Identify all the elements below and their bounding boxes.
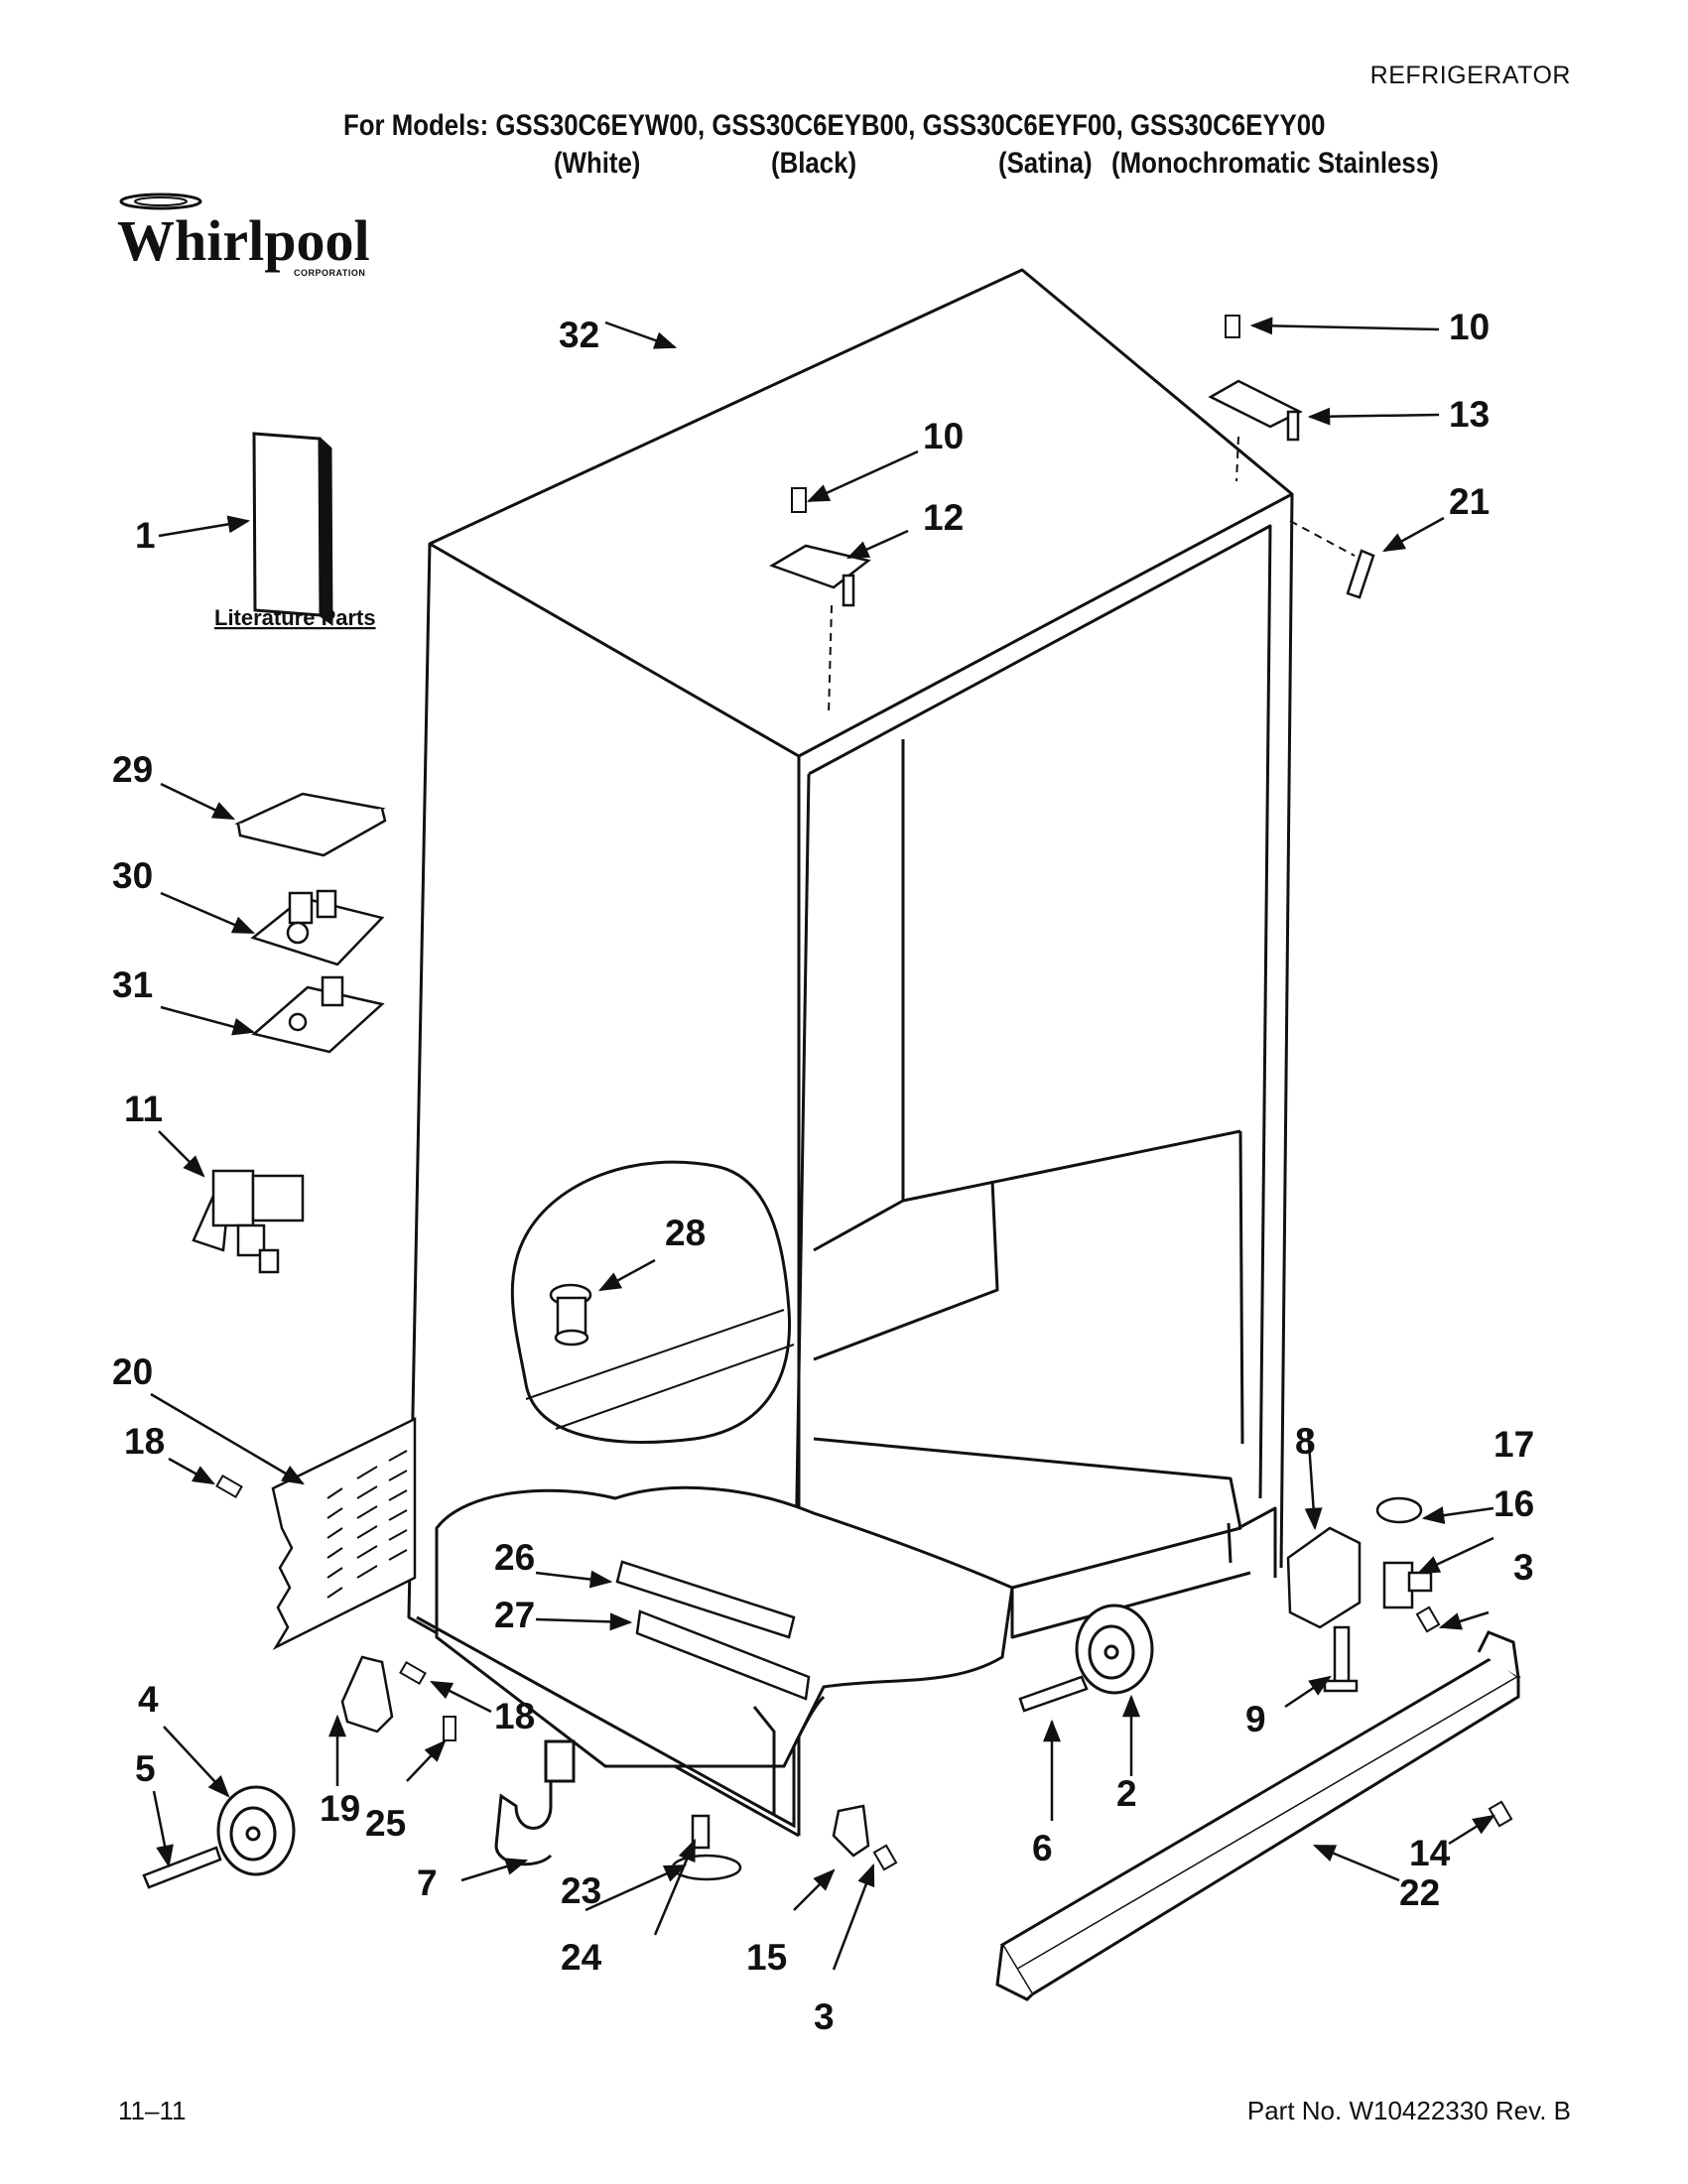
callout-7: 7 — [417, 1863, 438, 1903]
whirlpool-logo: Whirlpool CORPORATION — [117, 193, 370, 278]
access-panel-part — [271, 1416, 417, 1651]
brand-sub: CORPORATION — [294, 268, 365, 278]
top-hinge-left-part — [769, 544, 871, 607]
callout-19: 19 — [320, 1788, 360, 1829]
base-grille-part — [995, 1630, 1521, 2001]
callout-27: 27 — [494, 1595, 535, 1635]
callout-20: 20 — [112, 1351, 153, 1392]
hinge-bracket-part — [340, 1655, 394, 1734]
callout-23: 23 — [561, 1870, 601, 1911]
front-grille-frame — [416, 1615, 826, 1829]
footer-date: 11–11 — [118, 2096, 187, 2125]
callout-26: 26 — [494, 1537, 535, 1578]
axle-pin-part — [142, 1675, 1089, 1889]
callout-25: 25 — [365, 1803, 406, 1844]
callout-12: 12 — [923, 497, 964, 538]
front-roller-part — [216, 1785, 296, 1876]
hinge-part — [1375, 1496, 1433, 1609]
drain-trap-part — [494, 1739, 576, 1866]
callout-14: 14 — [1409, 1833, 1451, 1873]
callout-17: 17 — [1493, 1424, 1534, 1465]
brand-name: Whirlpool — [117, 208, 370, 273]
callout-5: 5 — [135, 1748, 156, 1789]
callout-15: 15 — [746, 1937, 787, 1978]
callout-13: 13 — [1449, 394, 1490, 435]
callout-3: 3 — [814, 1996, 835, 2037]
grommet-part — [549, 1283, 592, 1347]
callout-24: 24 — [561, 1937, 602, 1978]
variant-satina: (Satina) — [998, 147, 1093, 180]
callout-28: 28 — [665, 1213, 706, 1253]
callout-2: 2 — [1116, 1773, 1137, 1814]
leader-arrows — [150, 317, 1495, 1971]
callout-18: 18 — [494, 1696, 535, 1736]
models-line: For Models: GSS30C6EYW00, GSS30C6EYB00, … — [343, 109, 1326, 142]
screw-part — [215, 315, 1513, 1871]
callout-1: 1 — [135, 515, 156, 556]
callout-32: 32 — [559, 315, 599, 355]
callout-18: 18 — [124, 1421, 165, 1462]
variant-monochromatic-stainless: (Monochromatic Stainless) — [1111, 147, 1439, 180]
callout-10: 10 — [923, 416, 964, 456]
callout-3: 3 — [1513, 1547, 1534, 1588]
callout-9: 9 — [1245, 1699, 1266, 1739]
callout-10: 10 — [1449, 307, 1490, 347]
callout-31: 31 — [112, 964, 153, 1005]
water-valve-part — [192, 1169, 305, 1274]
door-stop-part — [832, 1804, 870, 1858]
drain-tube — [615, 1560, 811, 1701]
callout-labels: 1 2 3 3 4 5 6 7 8 9 10 10 11 12 13 14 15… — [112, 307, 1534, 2037]
callout-30: 30 — [112, 855, 153, 896]
callout-21: 21 — [1449, 481, 1490, 522]
wire-clip-part — [1346, 549, 1375, 599]
rear-roller-part — [1075, 1604, 1154, 1695]
callout-29: 29 — [112, 749, 153, 790]
cutaway-bottom-view — [435, 1485, 1014, 1768]
top-hinge-right-part — [1208, 379, 1303, 442]
callout-11: 11 — [124, 1089, 163, 1129]
footer-part-number: Part No. W10422330 Rev. B — [1246, 2096, 1571, 2125]
variant-black: (Black) — [771, 147, 857, 180]
callout-16: 16 — [1493, 1483, 1534, 1524]
control-cover-part — [234, 792, 387, 857]
roller-bracket-part — [1286, 1526, 1362, 1693]
callout-8: 8 — [1295, 1421, 1316, 1462]
power-board-part — [250, 889, 385, 966]
category-label: REFRIGERATOR — [1369, 62, 1571, 89]
literature-parts-label: Literature Parts — [214, 605, 376, 630]
literature-parts-booklet — [252, 432, 333, 626]
control-board-part — [251, 975, 385, 1054]
callout-6: 6 — [1032, 1828, 1053, 1868]
cutaway-inner-view — [510, 1160, 792, 1444]
variant-white: (White) — [554, 147, 641, 180]
callout-4: 4 — [138, 1679, 159, 1720]
callout-22: 22 — [1399, 1872, 1440, 1913]
